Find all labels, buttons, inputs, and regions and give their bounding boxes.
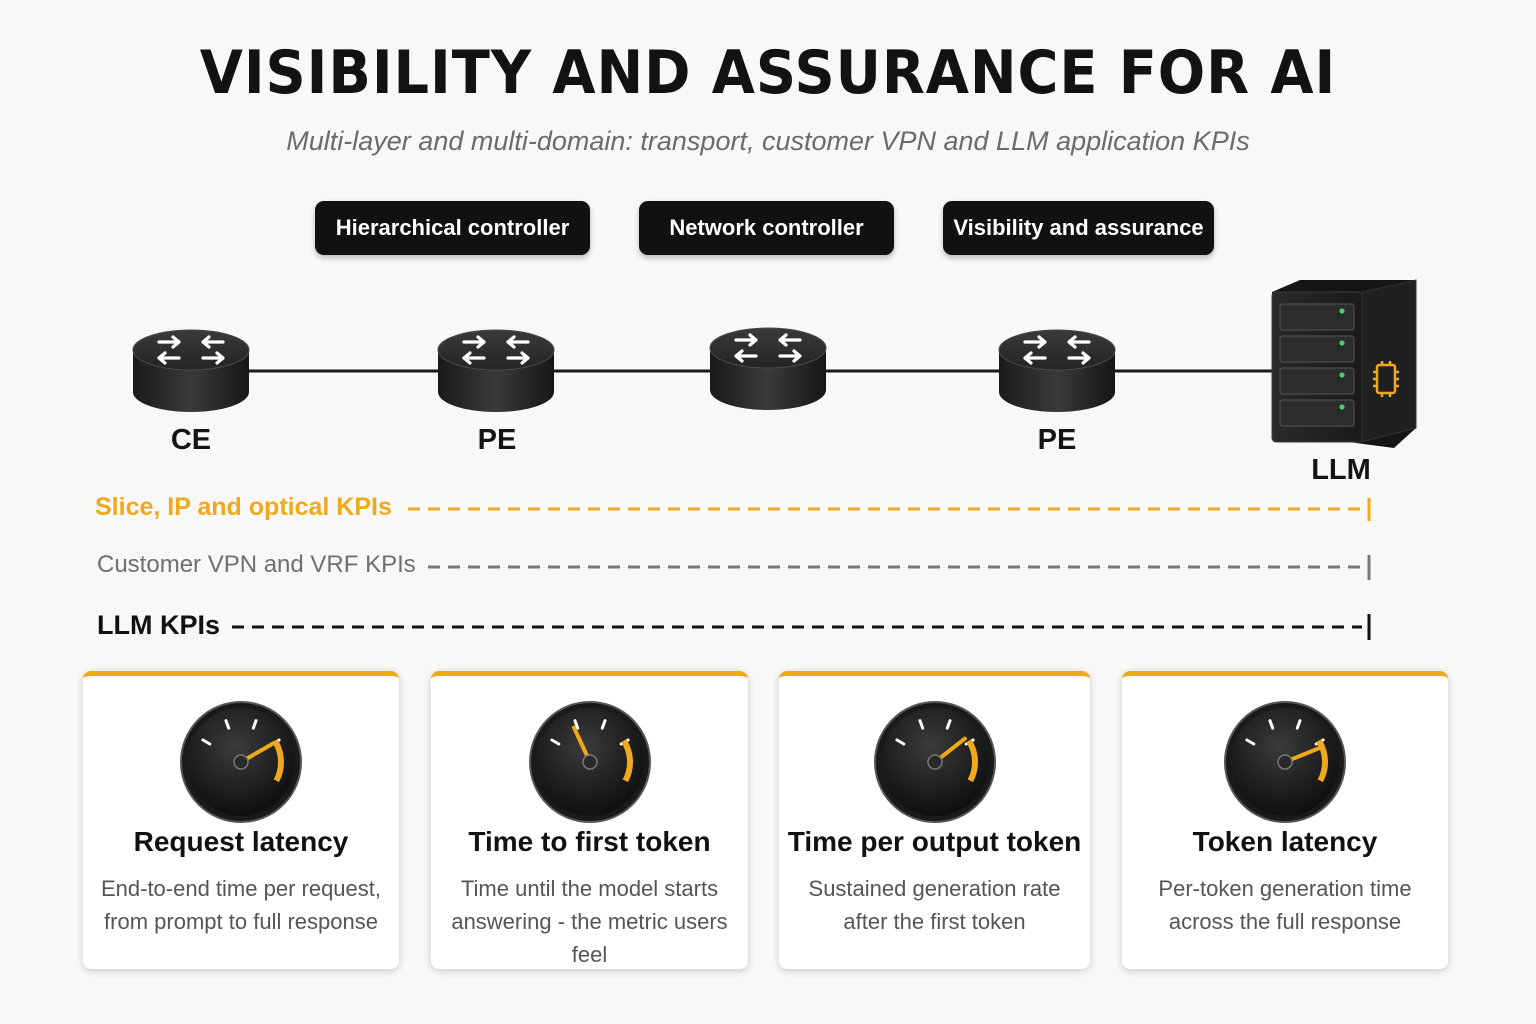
router-icon (708, 326, 828, 412)
node-label-ce: CE (170, 424, 212, 456)
metric-title: Request latency (133, 826, 349, 857)
network-topology-diagram (131, 279, 1417, 640)
metric-card-time-to-first-token: Time to first token Time until the model… (431, 671, 748, 969)
server-icon (1271, 279, 1417, 448)
llm-kpi-label: LLM KPIs (97, 610, 221, 640)
network-controller-badge: Network controller (639, 201, 894, 255)
gauge-icon (1224, 701, 1346, 823)
gauge-icon (180, 701, 302, 823)
gauge-icon (873, 701, 996, 823)
visibility-assurance-badge: Visibility and assurance (943, 201, 1214, 255)
page-title: VISIBILITY AND ASSURANCE FOR AI (199, 38, 1337, 108)
metric-card-request-latency: Request latency End-to-end time per requ… (83, 671, 399, 969)
metric-description: End-to-end time per request,from prompt … (100, 876, 382, 934)
metric-card-time-per-output-token: Time per output token Sustained generati… (779, 671, 1090, 969)
metric-title: Token latency (1192, 826, 1378, 857)
router-icon (436, 328, 556, 414)
gauge-icon (528, 701, 651, 823)
node-label-llm: LLM (1311, 454, 1371, 486)
hierarchical-controller-badge: Hierarchical controller (315, 201, 590, 255)
page-subtitle: Multi-layer and multi-domain: transport,… (286, 126, 1250, 156)
slice-kpi-label: Slice, IP and optical KPIs (95, 493, 392, 521)
router-icon (131, 328, 251, 414)
metric-title: Time to first token (468, 826, 711, 857)
vpn-kpi-label: Customer VPN and VRF KPIs (97, 551, 416, 578)
router-icon (997, 328, 1117, 414)
node-label-pe-1: PE (477, 424, 517, 456)
metric-title: Time per output token (787, 826, 1082, 857)
node-label-pe-2: PE (1037, 424, 1077, 456)
